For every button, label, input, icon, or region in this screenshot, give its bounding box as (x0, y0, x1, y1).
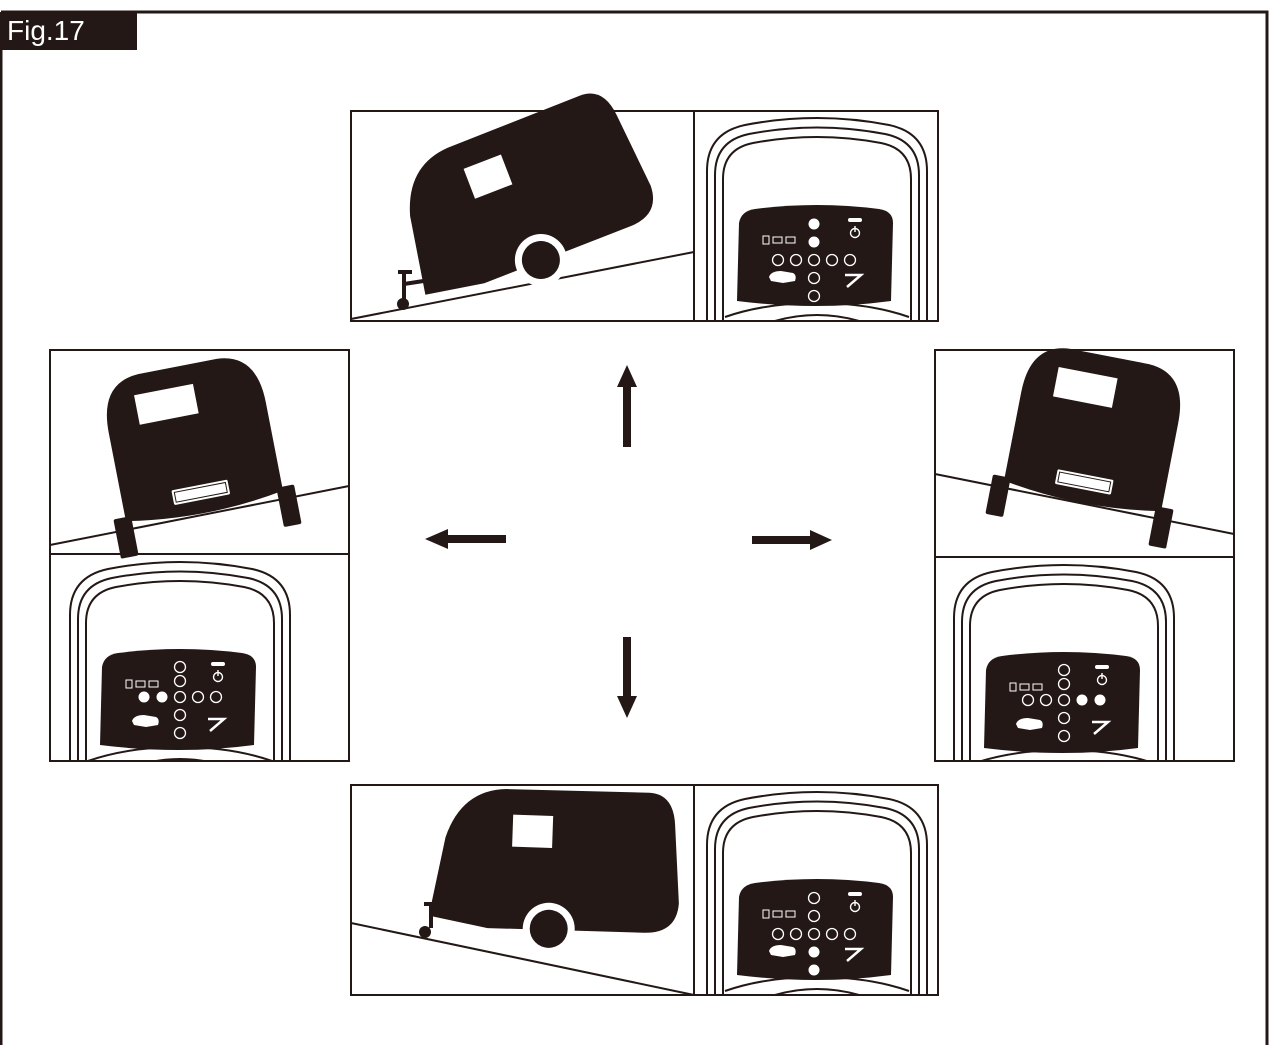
figure-frame (1, 10, 1269, 1045)
hitch-icon (397, 270, 431, 310)
arrow-left-icon (425, 529, 506, 549)
figure-label: Fig.17 (1, 12, 137, 50)
panel-down (350, 752, 939, 996)
slope-line (350, 922, 695, 996)
slope-line (350, 251, 695, 320)
panel-right (934, 338, 1235, 762)
arrow-right-icon (752, 530, 832, 550)
panel-up (350, 85, 939, 322)
slope-line (934, 473, 1235, 535)
panel-left (49, 348, 350, 762)
arrow-up-icon (617, 365, 637, 447)
slope-line (49, 485, 350, 546)
arrow-down-icon (617, 637, 637, 718)
hitch-icon (419, 902, 459, 938)
